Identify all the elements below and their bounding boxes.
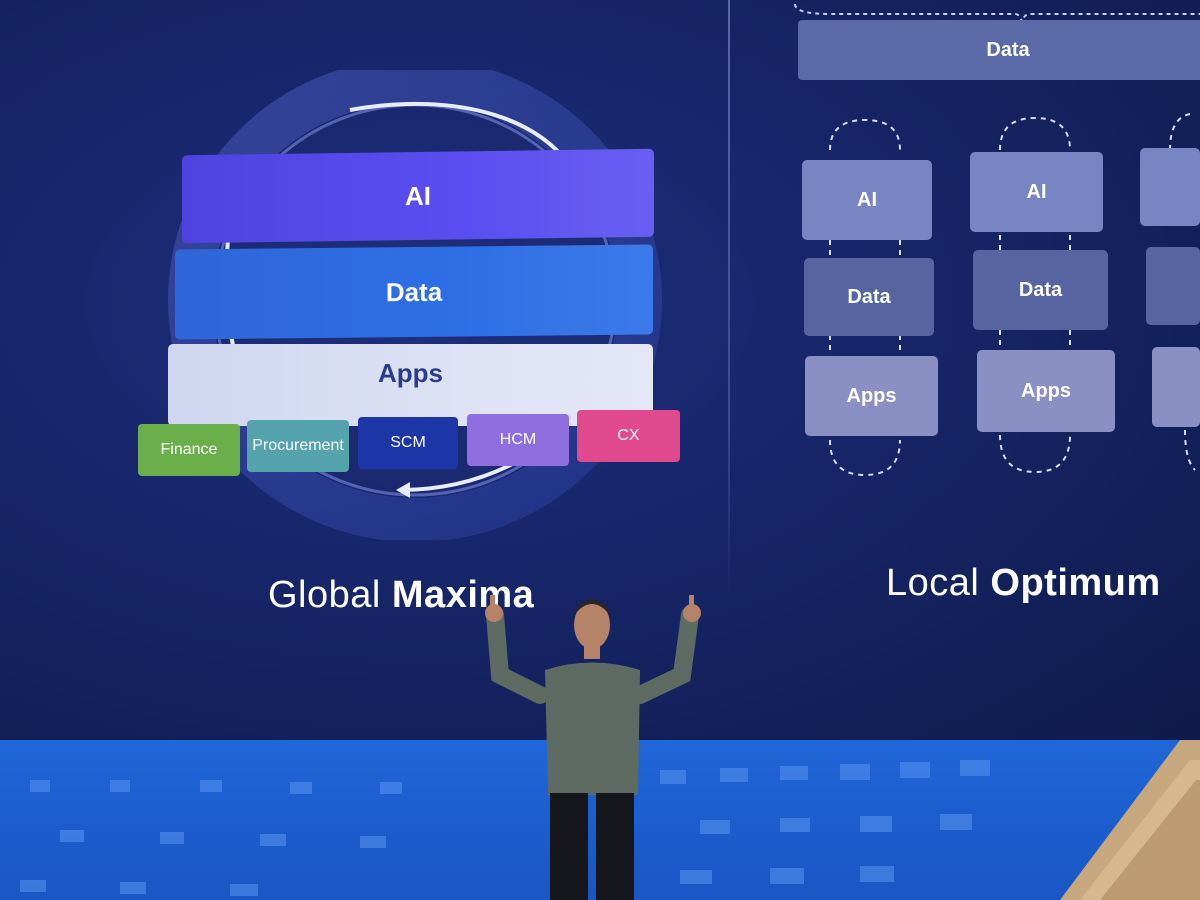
chip-label: Finance bbox=[160, 441, 218, 458]
col3-apps bbox=[1152, 347, 1200, 427]
col1-data-label: Data bbox=[847, 285, 891, 308]
chip-scm: SCM bbox=[358, 417, 458, 469]
chip-procurement: Procurement bbox=[247, 420, 349, 472]
col1-apps: Apps bbox=[805, 356, 938, 436]
col2-data: Data bbox=[973, 250, 1108, 330]
left-caption-light: Global bbox=[268, 574, 381, 616]
chip-label: Procurement bbox=[252, 437, 344, 454]
col2-apps-label: Apps bbox=[1021, 379, 1071, 402]
col2-apps: Apps bbox=[977, 350, 1115, 432]
presentation-screen: AI Data Apps Finance Procurement SCM HCM… bbox=[0, 0, 1200, 760]
shared-data-label: Data bbox=[986, 38, 1030, 61]
chip-finance: Finance bbox=[138, 424, 240, 476]
right-caption-light: Local bbox=[886, 562, 980, 604]
col2-ai-label: AI bbox=[1026, 180, 1047, 203]
col1-ai-label: AI bbox=[857, 188, 877, 211]
col3-data bbox=[1146, 247, 1200, 325]
col1-apps-label: Apps bbox=[846, 384, 897, 407]
data-layer-label: Data bbox=[385, 276, 443, 307]
panel-divider bbox=[728, 0, 730, 600]
ai-layer-label: AI bbox=[405, 180, 431, 211]
left-caption: Global Maxima bbox=[268, 574, 534, 617]
left-caption-bold: Maxima bbox=[391, 574, 535, 616]
right-caption-bold: Optimum bbox=[990, 562, 1161, 604]
shared-data-bar: Data bbox=[798, 20, 1200, 80]
ai-layer: AI bbox=[182, 148, 654, 244]
chip-label: HCM bbox=[499, 431, 537, 448]
speaker-figure bbox=[485, 595, 701, 900]
chip-label: SCM bbox=[390, 434, 426, 451]
data-layer: Data bbox=[175, 244, 653, 340]
col2-ai: AI bbox=[970, 152, 1103, 232]
col1-data: Data bbox=[804, 258, 934, 336]
chip-hcm: HCM bbox=[467, 414, 569, 466]
col2-data-label: Data bbox=[1018, 278, 1063, 301]
apps-layer-label: Apps bbox=[378, 357, 443, 388]
apps-layer: Apps bbox=[168, 344, 653, 426]
right-caption: Local Optimum bbox=[886, 562, 1200, 605]
chip-label: CX bbox=[617, 427, 640, 444]
stage-ramp bbox=[1060, 740, 1200, 900]
column-loops-icon bbox=[829, 113, 1196, 477]
col1-ai: AI bbox=[802, 160, 932, 240]
col3-ai bbox=[1140, 148, 1200, 226]
brace-icon bbox=[794, 3, 1200, 23]
chip-cx: CX bbox=[577, 410, 680, 462]
